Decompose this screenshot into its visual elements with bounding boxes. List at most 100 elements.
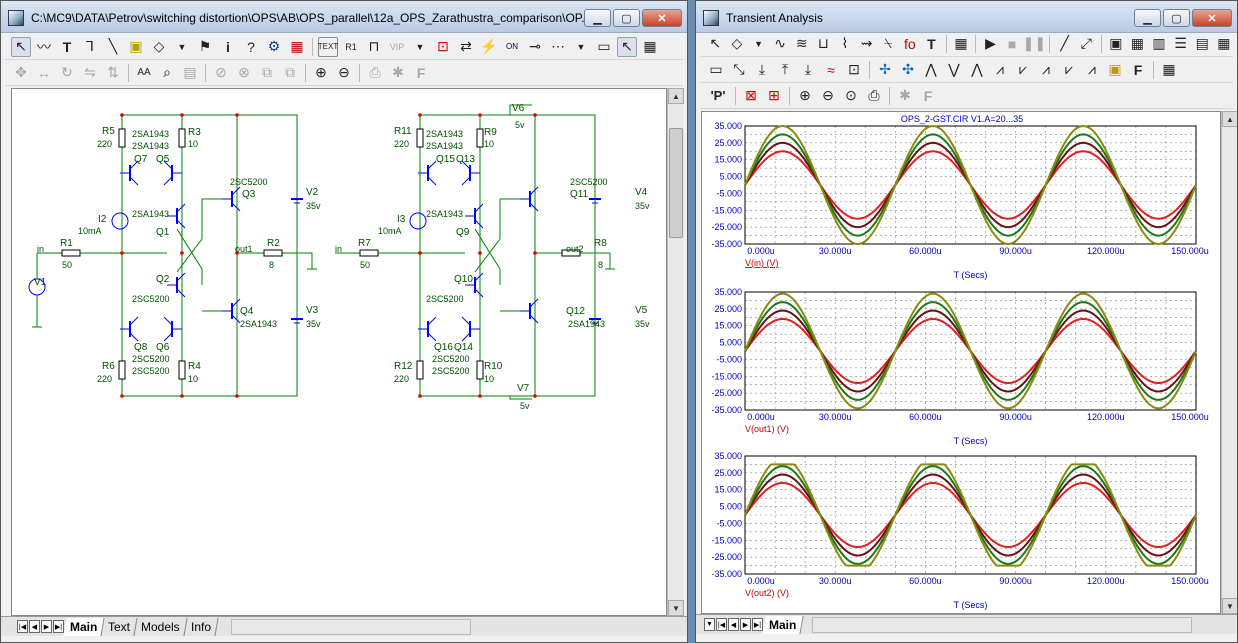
wire-end-icon[interactable]: ⊸: [529, 38, 541, 54]
mirror-icon[interactable]: ↔: [37, 64, 51, 81]
b-slope1-icon[interactable]: ⩘: [996, 61, 1004, 77]
b-peak3-icon[interactable]: ⋀: [925, 61, 937, 77]
b-font-icon[interactable]: F: [1133, 61, 1143, 78]
pin-icon[interactable]: ▦: [290, 38, 304, 54]
a-prev-tab-icon[interactable]: ◀: [728, 618, 739, 631]
b-plot-icon[interactable]: ⊡: [848, 61, 860, 77]
attribute-icon[interactable]: ⚙: [267, 38, 281, 54]
stop-run-icon[interactable]: ■: [1007, 35, 1017, 52]
maximize-button[interactable]: ▢: [613, 9, 640, 27]
a-wave6-icon[interactable]: ⍀: [883, 35, 893, 51]
node-number-icon[interactable]: R1: [345, 41, 357, 52]
b-slope3-icon[interactable]: ⩘: [1042, 61, 1050, 77]
run-icon[interactable]: ▶: [985, 35, 996, 51]
tab-text[interactable]: Text: [101, 617, 138, 636]
graphic-icon[interactable]: ▣: [129, 38, 143, 54]
a-zoom-fit-icon[interactable]: ⊙: [845, 87, 857, 103]
tline-icon[interactable]: ⅂: [86, 38, 94, 54]
shape-icon[interactable]: ◇: [153, 38, 165, 54]
a-box-icon[interactable]: ▣: [1109, 35, 1123, 51]
a-last-tab-icon[interactable]: ▶|: [752, 618, 763, 631]
font-icon[interactable]: F: [416, 64, 426, 81]
prev-tab-icon[interactable]: ◀: [29, 620, 40, 633]
close-button[interactable]: ✕: [642, 9, 682, 27]
dropdown-3-icon[interactable]: ▼: [576, 41, 586, 52]
move-icon[interactable]: ✥: [15, 64, 27, 80]
help-icon[interactable]: ?: [247, 38, 255, 55]
b-color-icon[interactable]: ▣: [1108, 61, 1122, 77]
copy-icon[interactable]: ⧉: [262, 64, 272, 80]
info-icon[interactable]: i: [226, 38, 230, 55]
a-font-icon[interactable]: F: [923, 87, 933, 104]
a-gear-icon[interactable]: ✱: [899, 87, 911, 103]
tab-models[interactable]: Models: [134, 617, 188, 636]
p-button[interactable]: 'P': [710, 88, 726, 103]
pin-connections-icon[interactable]: ⇄: [460, 38, 472, 54]
probe-icon[interactable]: ⊓: [368, 38, 380, 54]
b-cursor1-icon[interactable]: ⤓: [758, 61, 766, 77]
flash-icon[interactable]: ⚡: [480, 38, 498, 54]
analysis-maximize-button[interactable]: ▢: [1163, 9, 1190, 27]
select-mode-icon[interactable]: ↖: [617, 36, 637, 57]
b-diag-icon[interactable]: ⤡: [733, 61, 745, 77]
b-wave-icon[interactable]: ≈: [827, 61, 835, 78]
wire-mode-icon[interactable]: 〰: [37, 38, 51, 55]
pointer-icon[interactable]: ↖: [11, 36, 31, 57]
gear-icon[interactable]: ✱: [392, 64, 404, 80]
schematic-vertical-scrollbar[interactable]: ▲ ▼: [667, 88, 684, 616]
a-layout3-icon[interactable]: ▤: [1195, 35, 1209, 51]
schematic-horizontal-scrollbar[interactable]: [231, 618, 472, 635]
dropdown-icon[interactable]: ▼: [177, 41, 187, 52]
first-tab-icon[interactable]: |◀: [17, 620, 28, 633]
diagonal-wire-icon[interactable]: ╲: [108, 38, 118, 54]
tab-main[interactable]: Main: [63, 617, 105, 636]
b-window-icon[interactable]: ▭: [709, 61, 723, 77]
a-grid-icon[interactable]: ▦: [1130, 35, 1145, 51]
x-axis-icon[interactable]: ⊠: [745, 87, 757, 103]
window-icon[interactable]: ▭: [597, 38, 611, 54]
cancel-icon[interactable]: ⊗: [238, 64, 250, 80]
b-valley-icon[interactable]: ⋁: [948, 61, 960, 77]
a-props-icon[interactable]: ▦: [954, 35, 968, 51]
analysis-title-bar[interactable]: Transient Analysis ▁ ▢ ✕: [696, 1, 1237, 33]
a-text-icon[interactable]: T: [927, 35, 936, 52]
a-zoom-in-icon[interactable]: ⊕: [799, 87, 811, 103]
flag-icon[interactable]: ⚑: [198, 38, 212, 54]
comment-icon[interactable]: ▤: [183, 64, 197, 80]
schematic-title-bar[interactable]: C:\MC9\DATA\Petrov\switching distortion\…: [1, 1, 687, 33]
b-slope4-icon[interactable]: ⩗: [1065, 61, 1073, 77]
a-layout2-icon[interactable]: ☰: [1174, 35, 1187, 51]
a-wave2-icon[interactable]: ≋: [795, 35, 808, 51]
a-wave1-icon[interactable]: ∿: [774, 35, 786, 51]
b-table-icon[interactable]: ▦: [1162, 61, 1176, 77]
b-cursor2-icon[interactable]: ⤒: [781, 61, 789, 77]
minimize-button[interactable]: ▁: [584, 9, 611, 27]
zoom-out-icon[interactable]: ⊖: [338, 64, 350, 80]
flip-v-icon[interactable]: ⇅: [107, 64, 119, 80]
y-axis-icon[interactable]: ⊞: [768, 87, 780, 103]
a-zoom-out-icon[interactable]: ⊖: [822, 87, 834, 103]
grid-icon[interactable]: ⋯: [551, 38, 565, 54]
analysis-vertical-scrollbar[interactable]: ▲ ▼: [1221, 111, 1237, 614]
a-fo-icon[interactable]: fo: [903, 35, 916, 52]
b-peak2-icon[interactable]: ✣: [902, 61, 914, 77]
a-layout4-icon[interactable]: ▦: [1217, 35, 1231, 51]
text-mode-icon[interactable]: T: [62, 38, 72, 55]
rotate-icon[interactable]: ↻: [61, 64, 73, 80]
a-print-icon[interactable]: ⎙: [868, 87, 880, 103]
a-line2-icon[interactable]: ⤢: [1080, 35, 1092, 51]
b-peak4-icon[interactable]: ⋀: [971, 61, 983, 77]
text-toggle-icon[interactable]: TEXT: [318, 36, 338, 57]
a-shape-icon[interactable]: ◇: [731, 35, 743, 51]
analysis-close-button[interactable]: ✕: [1192, 9, 1232, 27]
properties-icon[interactable]: ▦: [643, 38, 657, 54]
a-wave3-icon[interactable]: ⊔: [817, 35, 829, 51]
stop-icon[interactable]: ⊘: [215, 64, 227, 80]
node-icon[interactable]: ⊡: [437, 38, 449, 54]
a-wave5-icon[interactable]: ⇝: [860, 35, 873, 51]
a-pointer-icon[interactable]: ↖: [709, 35, 722, 51]
a-first-tab-icon[interactable]: |◀: [716, 618, 727, 631]
binoculars-icon[interactable]: ⌕: [163, 64, 171, 80]
